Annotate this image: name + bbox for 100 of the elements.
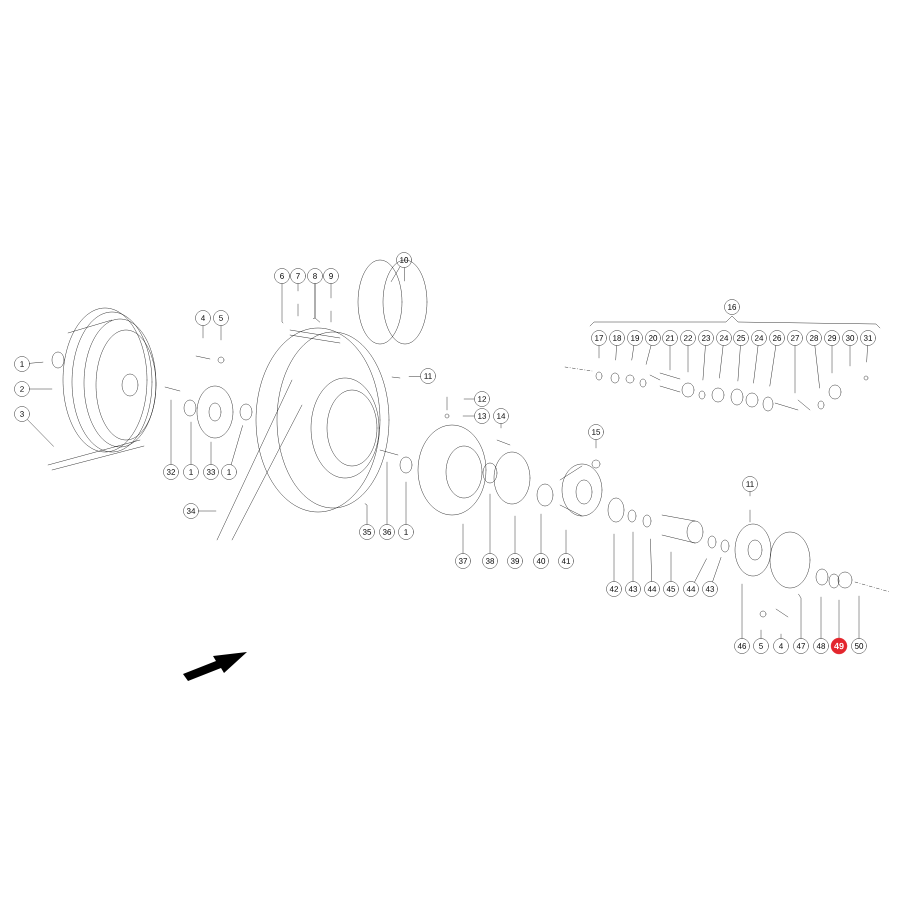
leader-line bbox=[780, 634, 782, 638]
leader-line bbox=[753, 345, 758, 384]
callout-number: 23 bbox=[698, 330, 714, 346]
callout-number: 7 bbox=[290, 268, 306, 284]
callout-number: 24 bbox=[751, 330, 767, 346]
leader-line bbox=[760, 630, 762, 638]
leader-line bbox=[858, 596, 860, 638]
leader-line bbox=[364, 503, 368, 524]
callout-number: 34 bbox=[183, 503, 199, 519]
callout-number: 3 bbox=[14, 406, 30, 422]
callout-number: 11 bbox=[742, 476, 758, 492]
callout-number: 24 bbox=[716, 330, 732, 346]
callout-number: 26 bbox=[769, 330, 785, 346]
leader-line bbox=[230, 425, 243, 465]
leader-line bbox=[712, 557, 722, 582]
callout-number: 16 bbox=[724, 299, 740, 315]
leader-line bbox=[190, 422, 192, 464]
callout-number: 13 bbox=[474, 408, 490, 424]
leader-line bbox=[694, 558, 707, 582]
leader-line bbox=[646, 345, 652, 365]
callout-number: 15 bbox=[588, 424, 604, 440]
callout-number: 33 bbox=[203, 464, 219, 480]
leader-line bbox=[210, 442, 212, 464]
callout-number: 5 bbox=[753, 638, 769, 654]
callout-number: 30 bbox=[842, 330, 858, 346]
callout-number: 47 bbox=[793, 638, 809, 654]
callout-number: 12 bbox=[474, 391, 490, 407]
callout-number: 11 bbox=[420, 368, 436, 384]
callout-number: 42 bbox=[606, 581, 622, 597]
callout-number: 10 bbox=[396, 252, 412, 268]
callout-number: 25 bbox=[733, 330, 749, 346]
callout-number: 46 bbox=[734, 638, 750, 654]
callout-number: 1 bbox=[221, 464, 237, 480]
callout-number: 27 bbox=[787, 330, 803, 346]
leader-line bbox=[814, 345, 820, 388]
callout-number: 14 bbox=[493, 408, 509, 424]
callout-number: 21 bbox=[662, 330, 678, 346]
callout-number: 5 bbox=[213, 310, 229, 326]
callout-number: 17 bbox=[591, 330, 607, 346]
callout-number: 1 bbox=[14, 356, 30, 372]
callout-number: 4 bbox=[773, 638, 789, 654]
leader-line bbox=[866, 346, 868, 362]
leader-line bbox=[30, 388, 52, 390]
callout-number: 9 bbox=[323, 268, 339, 284]
leader-line bbox=[330, 284, 332, 298]
leader-line bbox=[738, 345, 741, 382]
leader-line bbox=[386, 462, 388, 524]
leader-line bbox=[650, 538, 652, 582]
leader-line bbox=[220, 326, 222, 340]
callout-number: 28 bbox=[806, 330, 822, 346]
callout-number: 41 bbox=[558, 553, 574, 569]
leader-line bbox=[314, 284, 320, 322]
callout-number: 32 bbox=[163, 464, 179, 480]
leader-line bbox=[770, 345, 776, 386]
leader-line bbox=[702, 345, 706, 380]
leader-line bbox=[404, 268, 405, 282]
callout-number: 44 bbox=[644, 581, 660, 597]
leader-line bbox=[838, 600, 840, 638]
callout-number: 1 bbox=[398, 524, 414, 540]
callout-number: 40 bbox=[533, 553, 549, 569]
leader-line bbox=[632, 345, 634, 360]
callout-number: 20 bbox=[645, 330, 661, 346]
callout-number: 43 bbox=[702, 581, 718, 597]
leader-line bbox=[198, 510, 216, 512]
callout-number: 2 bbox=[14, 381, 30, 397]
callout-number: 36 bbox=[379, 524, 395, 540]
leader-line bbox=[616, 346, 617, 360]
callout-number: 18 bbox=[609, 330, 625, 346]
leader-line bbox=[719, 345, 724, 378]
leader-line bbox=[794, 346, 796, 394]
callout-number: 4 bbox=[195, 310, 211, 326]
leader-line bbox=[500, 424, 502, 428]
callout-number: 44 bbox=[683, 581, 699, 597]
leader-line bbox=[202, 326, 204, 338]
leader-line bbox=[820, 596, 822, 638]
callout-number: 49 bbox=[830, 638, 848, 654]
callout-number: 45 bbox=[663, 581, 679, 597]
leader-line bbox=[27, 419, 54, 447]
leader-line bbox=[462, 524, 464, 554]
callout-number: 37 bbox=[455, 553, 471, 569]
callout-number: 48 bbox=[813, 638, 829, 654]
callout-number: 31 bbox=[860, 330, 876, 346]
callout-number: 43 bbox=[625, 581, 641, 597]
callout-number: 29 bbox=[824, 330, 840, 346]
callout-number: 38 bbox=[482, 553, 498, 569]
leader-line bbox=[670, 552, 672, 582]
callout-number: 39 bbox=[507, 553, 523, 569]
leader-line bbox=[282, 284, 284, 324]
leader-line bbox=[540, 514, 542, 554]
leader-line bbox=[632, 532, 634, 582]
callout-number: 6 bbox=[274, 268, 290, 284]
leader-line bbox=[514, 516, 516, 554]
leader-line bbox=[798, 594, 802, 638]
callout-number: 1 bbox=[183, 464, 199, 480]
callout-number: 19 bbox=[627, 330, 643, 346]
callout-number: 35 bbox=[359, 524, 375, 540]
callout-number: 8 bbox=[307, 268, 323, 284]
callout-number: 50 bbox=[851, 638, 867, 654]
leader-line bbox=[408, 376, 420, 377]
leader-line bbox=[170, 400, 172, 464]
